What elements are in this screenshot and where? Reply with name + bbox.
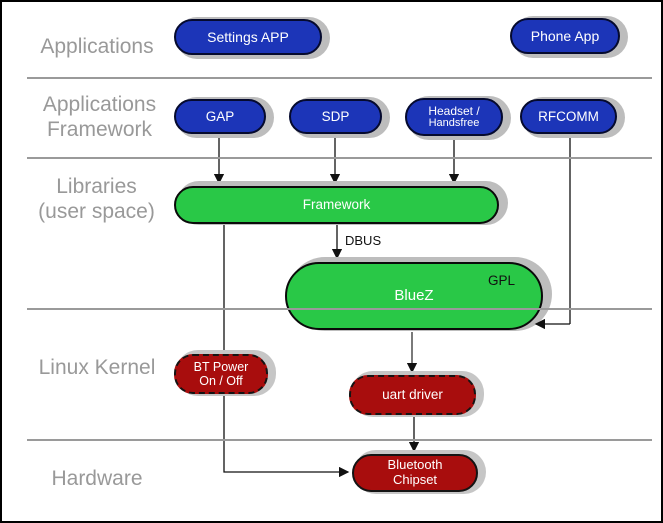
- node-bluez: GPL BlueZ: [285, 262, 543, 330]
- node-label: Headset /: [428, 103, 480, 118]
- node-bluetooth-chipset: Bluetooth Chipset: [352, 454, 478, 492]
- gpl-tag: GPL: [487, 273, 515, 288]
- layer-label-applications: Applications: [22, 34, 172, 59]
- node-label: SDP: [321, 108, 350, 124]
- layer-label-libraries-user-space: Libraries (user space): [14, 174, 179, 224]
- node-label: BT Power: [193, 359, 249, 374]
- node-label: Chipset: [392, 472, 438, 487]
- layer-label-text: Linux Kernel: [38, 356, 156, 379]
- layer-label-text: Framework: [46, 118, 152, 141]
- layer-label-applications-framework: Applications Framework: [22, 92, 177, 142]
- node-sdp: SDP: [289, 99, 382, 134]
- node-label: GAP: [205, 108, 235, 124]
- node-headset-handsfree: Headset / Handsfree: [405, 98, 503, 136]
- dbus-label: DBUS: [345, 233, 382, 248]
- layer-label-hardware: Hardware: [27, 466, 167, 491]
- node-label: RFCOMM: [538, 108, 599, 124]
- layer-divider-2: [27, 157, 652, 159]
- layer-label-text: Applications: [42, 93, 157, 116]
- layer-label-text: Libraries: [56, 175, 137, 198]
- layer-divider-3: [27, 308, 652, 310]
- node-bt-power-on-off: BT Power On / Off: [174, 354, 268, 394]
- node-label: BlueZ: [394, 287, 434, 305]
- node-settings-app: Settings APP: [174, 19, 322, 55]
- node-label: Settings APP: [207, 28, 289, 45]
- node-phone-app: Phone App: [510, 18, 620, 54]
- node-label: Bluetooth: [387, 457, 443, 473]
- node-rfcomm: RFCOMM: [520, 99, 617, 134]
- node-label: On / Off: [199, 374, 243, 388]
- node-gap: GAP: [174, 99, 266, 134]
- layer-divider-1: [27, 77, 652, 79]
- node-label: uart driver: [382, 387, 443, 403]
- node-framework: Framework: [174, 186, 499, 224]
- node-uart-driver: uart driver: [349, 375, 476, 415]
- node-label: Handsfree: [428, 116, 480, 129]
- layer-label-text: (user space): [38, 200, 155, 223]
- layer-label-text: Applications: [40, 35, 154, 58]
- layer-divider-4: [27, 439, 652, 441]
- layer-label-text: Hardware: [51, 467, 143, 490]
- node-label: Phone App: [530, 27, 600, 44]
- layer-label-linux-kernel: Linux Kernel: [17, 355, 177, 380]
- node-label: Framework: [302, 197, 371, 213]
